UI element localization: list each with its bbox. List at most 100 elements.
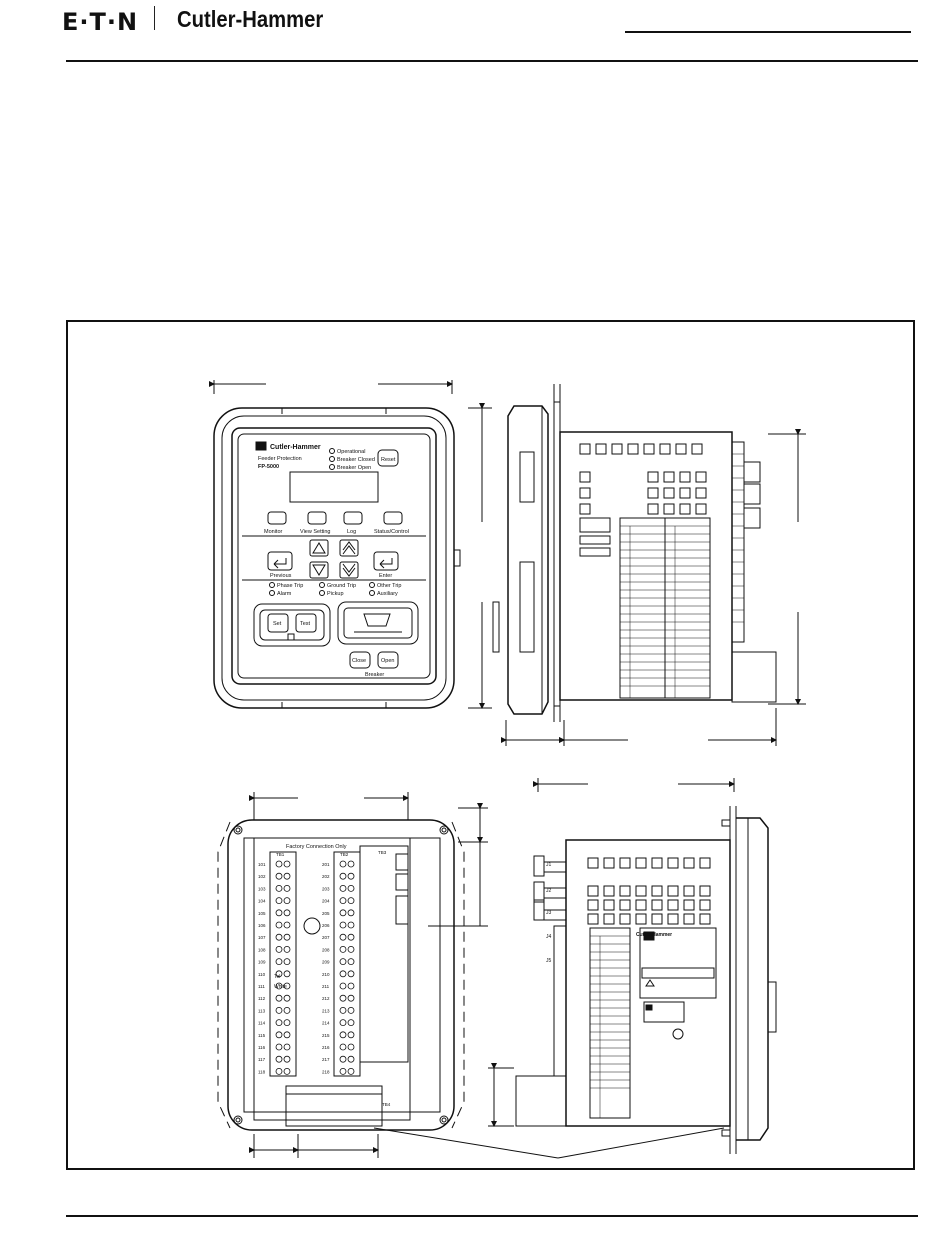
led-phase-trip: Phase Trip [277, 583, 303, 589]
tb1-screw [283, 909, 291, 917]
tb2-terminal-213: 213 [322, 1008, 330, 1013]
connector-j1: J1 [546, 862, 552, 868]
test-button[interactable]: Test [300, 621, 311, 627]
set-button[interactable]: Set [273, 621, 282, 627]
tb1-screw [283, 1019, 291, 1026]
status-control-key[interactable]: Status/Control [374, 529, 409, 535]
rear-view [217, 792, 725, 1159]
header-rule [66, 60, 918, 62]
tb1-screw [275, 897, 283, 904]
product-line1: Feeder Protection [258, 456, 302, 462]
tb2-screw [347, 970, 355, 978]
tb2-terminal-217: 217 [322, 1057, 330, 1062]
tb2-terminal-203: 203 [322, 886, 330, 891]
tb1-screw [283, 946, 291, 953]
open-button[interactable]: Open [381, 658, 394, 664]
tb1-screw [275, 994, 283, 1002]
tb2-terminal-201: 201 [322, 862, 330, 867]
reset-button[interactable]: Reset [381, 457, 396, 463]
led-ground-trip: Ground Trip [327, 583, 356, 589]
led-breaker-open: Breaker Open [337, 465, 371, 471]
tb1-screw [283, 885, 291, 892]
tb1-terminal-112: 112 [258, 996, 266, 1001]
tb2-screw [339, 958, 347, 965]
tb1-screw [283, 933, 291, 941]
previous-key[interactable]: Previous [270, 573, 292, 579]
tb1-screw [283, 1043, 291, 1051]
tb2-terminal-206: 206 [322, 923, 330, 928]
tel-mark: Tel [274, 974, 280, 980]
tb1-terminal-118: 118 [258, 1069, 266, 1074]
tb1-screw [275, 970, 283, 978]
tb2-screw [339, 860, 347, 868]
tb2-terminal-204: 204 [322, 899, 330, 904]
breaker-label: Breaker [365, 672, 384, 678]
connector-j2: J2 [546, 888, 552, 894]
led-auxiliary: Auxiliary [377, 591, 398, 597]
led-breaker-closed: Breaker Closed [337, 457, 375, 463]
enter-key[interactable]: Enter [379, 573, 392, 579]
tb1-terminal-117: 117 [258, 1057, 266, 1062]
tb1-screw [283, 1031, 291, 1039]
tb2-screw [347, 1019, 355, 1026]
tb1-terminal-103: 103 [258, 886, 266, 891]
tb2-screw [339, 872, 347, 880]
header-short-rule [625, 31, 911, 33]
page-header: E·T·N Cutler-Hammer [0, 0, 950, 64]
tb2-screw [339, 970, 347, 978]
tb1-screw [283, 982, 291, 990]
tb2-terminal-214: 214 [322, 1021, 330, 1026]
log-key[interactable]: Log [347, 529, 356, 535]
tb2-terminal-202: 202 [322, 874, 330, 879]
connector-j5: J5 [546, 958, 552, 964]
tb1-screw [275, 1043, 283, 1051]
close-button[interactable]: Close [352, 658, 366, 664]
tb1-screw [275, 860, 283, 868]
tb2-terminal-207: 207 [322, 935, 330, 940]
tb1-screw [283, 1055, 291, 1063]
tb1-screw [275, 1019, 283, 1026]
tb2-screw [347, 933, 355, 941]
side-label-logo: Cutler-Hammer [636, 932, 672, 938]
front-view [209, 380, 492, 709]
footer-rule [66, 1215, 918, 1217]
tb2-screw [339, 1031, 347, 1039]
tb2-screw [347, 860, 355, 868]
tb1-screw [283, 958, 291, 965]
tb2-screw [347, 1068, 355, 1075]
tb1-screw [275, 909, 283, 917]
tb2-terminal-210: 210 [322, 972, 330, 977]
tb1-terminal-113: 113 [258, 1008, 266, 1013]
tb1-terminal-105: 105 [258, 911, 266, 916]
tb1-terminal-109: 109 [258, 960, 266, 965]
tb2-screw [347, 872, 355, 880]
product-line2: FP-5000 [258, 464, 279, 470]
tb1-screw [275, 1055, 283, 1063]
tb1-screw [275, 921, 283, 929]
tb2-screw [339, 1055, 347, 1063]
brand-name: Cutler-Hammer [177, 6, 324, 32]
tb2-screw [347, 1007, 355, 1014]
tb2-screw [339, 897, 347, 904]
tb1-terminal-116: 116 [258, 1045, 266, 1050]
tb2-screw [339, 994, 347, 1002]
led-pickup: Pickup [327, 591, 344, 597]
tb1-terminal-114: 114 [258, 1021, 266, 1026]
tb2-screw [347, 1043, 355, 1051]
tb2-screw [347, 958, 355, 965]
tb1-terminal-106: 106 [258, 923, 266, 928]
panel-logo: Cutler-Hammer [270, 444, 321, 451]
dimension-drawing: Cutler-Hammer Feeder Protection FP-5000 … [209, 380, 806, 1159]
tb2-screw [347, 1055, 355, 1063]
tb1-terminal-101: 101 [258, 862, 266, 867]
tb1-screw [283, 970, 291, 978]
led-alarm: Alarm [277, 591, 292, 597]
tb2-terminal-208: 208 [322, 947, 330, 952]
monitor-key[interactable]: Monitor [264, 529, 283, 535]
tb1-terminal-110: 110 [258, 972, 266, 977]
tb1-screw [275, 885, 283, 892]
tb1-label: TB1 [276, 852, 285, 857]
tb1-terminal-108: 108 [258, 947, 266, 952]
view-setting-key[interactable]: View Setting [300, 529, 330, 535]
tb2-screw [347, 994, 355, 1002]
